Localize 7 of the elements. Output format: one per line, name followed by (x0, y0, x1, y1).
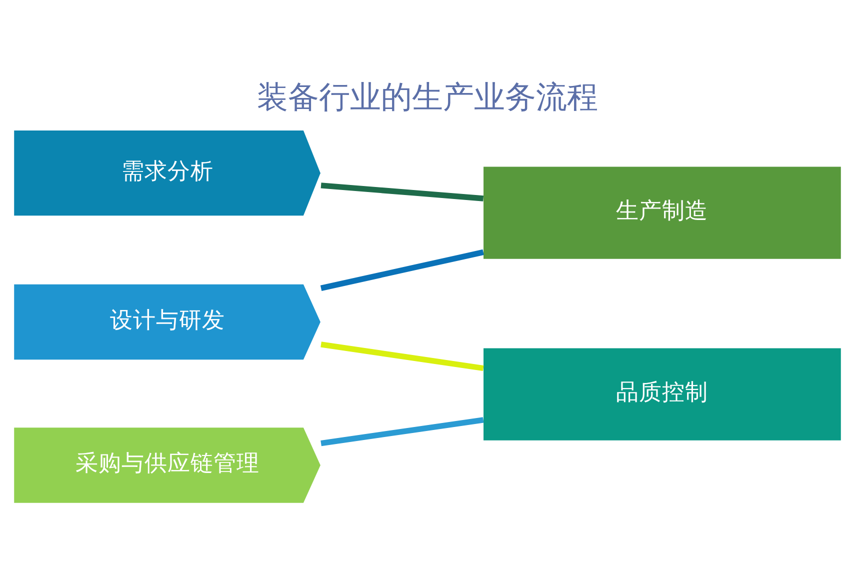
connector (320, 249, 484, 291)
node-box: 品质控制 (484, 348, 841, 440)
node-box: 生产制造 (484, 166, 841, 259)
connector (320, 182, 484, 202)
connector (320, 342, 484, 372)
connector (320, 417, 484, 446)
diagram-title: 装备行业的生产业务流程 (257, 79, 598, 116)
